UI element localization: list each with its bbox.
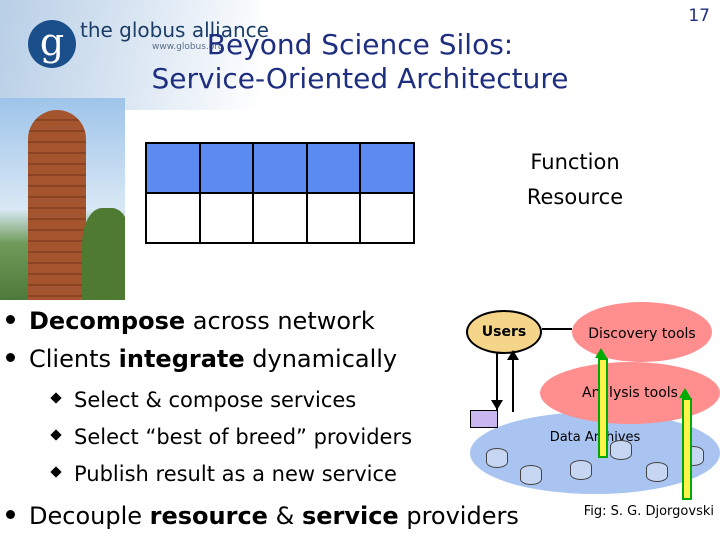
bullet-text: across network (185, 307, 375, 335)
silo-tower (28, 110, 86, 300)
resource-cell (253, 193, 307, 243)
function-cell (306, 143, 361, 193)
bullet-decompose: Decompose across network (6, 307, 375, 335)
function-label: Function (530, 150, 620, 174)
bullet-bold-text: integrate (118, 345, 245, 373)
bullet-integrate: Clients integrate dynamically (6, 345, 397, 373)
connector-line (496, 352, 498, 410)
logo-url: www.globus.org (152, 42, 224, 52)
service-grid (145, 142, 415, 244)
resource-cell (199, 193, 254, 243)
resource-cell (306, 193, 361, 243)
bullet-decouple: Decouple resource & service providers (6, 502, 519, 530)
arrow-up-icon (595, 348, 607, 358)
figure-credit: Fig: S. G. Djorgovski (583, 504, 714, 519)
diamond-bullet-icon (50, 392, 62, 404)
bullet-bold-text: Decompose (29, 307, 186, 335)
architecture-diagram: Data Archives Analysis tools Discovery t… (460, 300, 720, 500)
sub-bullet: Select “best of breed” providers (50, 425, 413, 449)
silo-photo (0, 98, 125, 300)
analysis-tools-ellipse: Analysis tools (540, 362, 720, 424)
sub-bullet-text: Publish result as a new service (74, 462, 397, 486)
arrow-up-icon (507, 350, 519, 360)
database-icon (610, 440, 632, 460)
bullet-dot-icon (6, 352, 15, 362)
diamond-bullet-icon (50, 429, 62, 441)
function-cell (360, 143, 414, 193)
bullet-bold-text: resource (149, 502, 268, 530)
function-cell (253, 143, 307, 193)
connector-line (542, 328, 572, 330)
silo-tree (82, 208, 125, 300)
sub-bullet: Select & compose services (50, 388, 357, 412)
discovery-tools-ellipse: Discovery tools (572, 302, 712, 362)
bullet-text: dynamically (244, 345, 398, 373)
database-icon (570, 460, 592, 480)
bullet-text: & (267, 502, 302, 530)
resource-cell (360, 193, 414, 243)
purple-marker (470, 410, 498, 428)
resource-cell (146, 193, 200, 243)
function-cell (146, 143, 200, 193)
resource-label: Resource (526, 185, 624, 209)
data-archives-ellipse: Data Archives (470, 412, 720, 494)
connector-line (512, 352, 514, 412)
database-icon (646, 462, 668, 482)
yellow-arrow-bar (682, 398, 692, 500)
title-line-2: Service-Oriented Architecture (151, 62, 569, 95)
bullet-text: Decouple (29, 502, 150, 530)
slide-title: Beyond Science Silos: Service-Oriented A… (100, 28, 620, 96)
title-line-1: Beyond Science Silos: (206, 28, 514, 61)
bullet-text: Clients (29, 345, 119, 373)
users-label: Users (481, 324, 527, 340)
sub-bullet: Publish result as a new service (50, 462, 397, 486)
arrow-down-icon (491, 400, 503, 410)
database-icon (486, 448, 508, 468)
sub-bullet-text: Select “best of breed” providers (74, 425, 413, 449)
database-icon (520, 465, 542, 485)
function-cell (199, 143, 254, 193)
logo-name: the globus alliance (80, 18, 269, 42)
globus-logo-icon: g (28, 20, 76, 68)
bullet-text: providers (398, 502, 519, 530)
page-number: 17 (688, 6, 710, 26)
yellow-arrow-bar (598, 358, 608, 458)
arrow-up-icon (679, 388, 691, 398)
bullet-dot-icon (6, 314, 15, 324)
bullet-bold-text: service (301, 502, 399, 530)
diamond-bullet-icon (50, 466, 62, 478)
discovery-tools-label: Discovery tools (588, 326, 696, 342)
sub-bullet-text: Select & compose services (74, 388, 357, 412)
users-ellipse: Users (466, 310, 542, 354)
bullet-dot-icon (6, 509, 15, 519)
analysis-tools-label: Analysis tools (582, 385, 678, 401)
